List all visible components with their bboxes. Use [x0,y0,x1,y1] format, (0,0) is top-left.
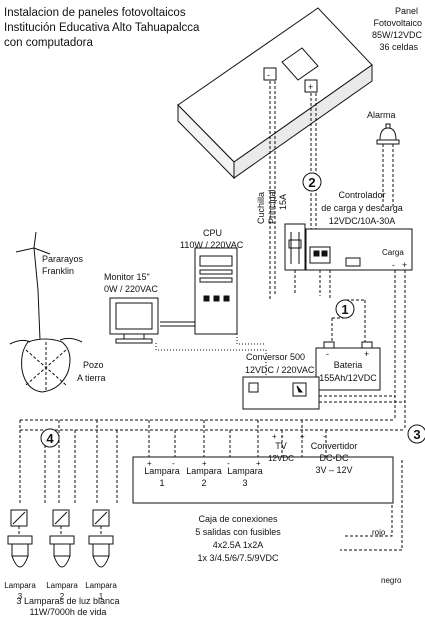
lamp-fixtures [7,509,114,568]
controller-label-desc: de carga y descarga [321,203,403,213]
title-block: Instalacion de paneles fotovoltaicos Ins… [4,7,200,49]
svg-text:-: - [323,432,326,441]
monitor-label: Monitor 15" [104,272,150,282]
marker-4 [40,428,60,448]
title-line-3: con computadora [4,37,93,49]
inverter [242,376,405,410]
lightning-rod-label-type: Franklin [42,266,74,276]
alarm-label: Alarma [367,110,396,120]
lamp-2-label: Lampara [46,581,78,590]
inverter-label-rating: 12VDC / 220VAC [245,365,315,375]
junction-box [132,456,394,504]
battery-label: Bateria [334,360,363,370]
junction-output-3-label: Lampara [227,466,263,476]
junction-output-1-label: Lampara [144,466,180,476]
ground-well-label-type: A tierra [77,373,106,383]
junction-caption-voltages: 1x 3/4.5/6/7.5/9VDC [197,553,279,563]
svg-text:-: - [227,459,230,468]
battery-label-rating: 155Ah/12VDC [319,373,377,383]
panel-label-type: Fotovoltaico [373,18,422,28]
lamps-caption-life: 11W/7000h de vida [30,607,107,617]
monitor-label-rating: 0W / 220VAC [104,284,158,294]
title-line-2: Institución Educativa Alto Tahuapalcca [4,22,200,34]
panel-plus-sign: + [308,82,313,92]
black-wire-label: negro [381,576,402,585]
marker-1 [335,299,355,319]
solar-panel [177,7,373,180]
panel-label-cells: 36 celdas [379,42,418,52]
charge-controller [305,228,413,271]
lamps-caption: 3 Lamparas de luz blanca [16,596,119,606]
controller-label: Controlador [338,190,385,200]
marker-3-label: 3 [413,427,420,442]
lamp-1-label: Lampara [85,581,117,590]
junction-output-tv-label: TV [275,441,287,451]
cpu-label: CPU [203,228,222,238]
junction-caption: Caja de conexiones [198,514,278,524]
ground-well [9,337,83,393]
svg-text:+: + [272,432,277,441]
panel-plus-terminal [304,79,318,93]
svg-text:+: + [256,459,261,468]
junction-output-2-label: Lampara [186,466,222,476]
junction-terminal-signs: +- +- + +- +- [147,432,326,468]
junction-caption-outputs: 5 salidas con fusibles [195,527,281,537]
controller-load-cables [394,270,406,430]
junction-output-dcdc-range: 3V – 12V [315,465,352,475]
marker-2-label: 2 [308,175,315,190]
cpu-label-rating: 110W / 220VAC [180,240,244,250]
monitor [109,297,159,344]
marker-3 [407,424,425,444]
junction-output-tv-rating: 12VDC [268,454,294,463]
lamp-2-number: 2 [60,592,65,601]
controller-load-plus: + [402,260,407,270]
lamp-3-number: 3 [18,592,23,601]
marker-4-label: 4 [46,431,54,446]
load-bus [20,419,405,431]
title-line-1: Instalacion de paneles fotovoltaicos [4,7,186,19]
controller-load-minus: - [392,260,395,270]
cpu-tower [160,247,238,335]
panel-cables [269,81,317,300]
panel-minus-terminal [263,67,277,81]
breaker-label-rating: 15A [278,194,288,210]
junction-caption-fuses: 4x2.5A 1x2A [213,540,264,550]
svg-text:+: + [300,432,305,441]
inverter-label: Conversor 500 [246,352,305,362]
lamp-1-number: 1 [99,592,104,601]
panel-label-rating: 85W/12VDC [372,30,423,40]
alarm-device [376,123,400,206]
controller-load-label: Carga [382,248,404,257]
junction-output-dcdc-label: Convertidor [311,441,358,451]
battery-plus-sign: + [364,349,369,359]
lightning-rod-label: Pararayos [42,254,84,264]
junction-output-1-number: 1 [159,478,164,488]
ground-well-label: Pozo [83,360,104,370]
lamp-3-label: Lampara [4,581,36,590]
breaker-label-main: Principal [267,189,277,224]
battery-minus-sign: - [326,349,329,359]
marker-2 [302,172,322,192]
junction-output-dcdc-type: DC-DC [320,453,349,463]
marker-1-label: 1 [341,302,348,317]
battery [315,341,381,391]
svg-text:-: - [172,459,175,468]
panel-label: Panel [395,6,418,16]
junction-output-2-number: 2 [201,478,206,488]
svg-text:-: - [281,432,284,441]
panel-minus-sign: - [267,70,270,80]
breaker-label: Cuchilla [256,192,266,224]
svg-text:+: + [202,459,207,468]
svg-text:+: + [147,459,152,468]
red-wire-label: rojo [372,528,386,537]
lightning-rod [15,231,51,341]
junction-output-3-number: 3 [242,478,247,488]
controller-label-rating: 12VDC/10A-30A [329,216,396,226]
